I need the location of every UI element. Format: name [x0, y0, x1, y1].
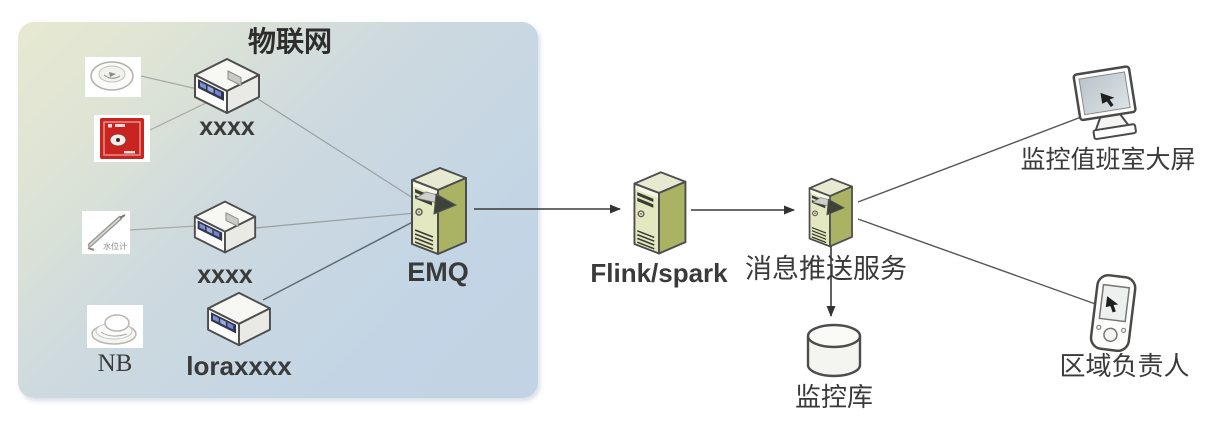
server-tower-icon	[411, 167, 467, 255]
server-tower-icon	[633, 171, 687, 255]
gateway2-node	[192, 198, 258, 256]
water-level-meter-icon	[87, 214, 126, 251]
database-cylinder-icon	[806, 323, 862, 378]
lora-gateway-label: loraxxxx	[186, 351, 292, 381]
smoke-detector-side-icon	[91, 314, 137, 345]
monitor-db-label: 监控库	[794, 383, 873, 412]
nb-sensor-label: NB	[97, 350, 133, 377]
network-switch-icon	[194, 58, 260, 114]
water-meter-label: 水位计	[103, 242, 127, 251]
smoke-detector-icon	[90, 61, 134, 91]
push-service-node	[799, 174, 861, 248]
big-screen-label: 监控值班室大屏	[1020, 147, 1196, 174]
gateway1-node	[192, 56, 262, 116]
smoke-sensor-node	[85, 57, 141, 97]
regional-manager-label: 区域负责人	[1059, 352, 1190, 381]
network-switch-icon	[193, 200, 257, 254]
arrow-decor-icon	[433, 193, 458, 215]
lora-gateway-node	[205, 290, 273, 348]
water-meter-node: 水位计	[82, 211, 130, 254]
arrow-decor-icon	[826, 198, 846, 216]
push-service-label: 消息推送服务	[745, 254, 907, 284]
emq-label: EMQ	[407, 257, 469, 287]
iot-box-title: 物联网	[247, 27, 332, 58]
monitor-db-node	[804, 322, 864, 380]
gateway2-label: xxxx	[197, 261, 253, 289]
fire-alarm-icon	[100, 118, 144, 159]
network-switch-icon	[207, 291, 271, 347]
flink-server-node	[625, 165, 693, 257]
pda-icon	[1089, 273, 1137, 353]
fire-alarm-node	[94, 115, 150, 162]
server-tower-icon	[808, 177, 853, 248]
regional-manager-node	[1086, 272, 1140, 356]
nb-sensor-node	[87, 305, 143, 348]
big-screen-node	[1068, 62, 1146, 142]
monitor-screen-icon	[1072, 65, 1137, 141]
emq-server-node	[402, 162, 474, 256]
flink-label: Flink/spark	[590, 258, 728, 288]
gateway1-label: xxxx	[199, 113, 255, 141]
